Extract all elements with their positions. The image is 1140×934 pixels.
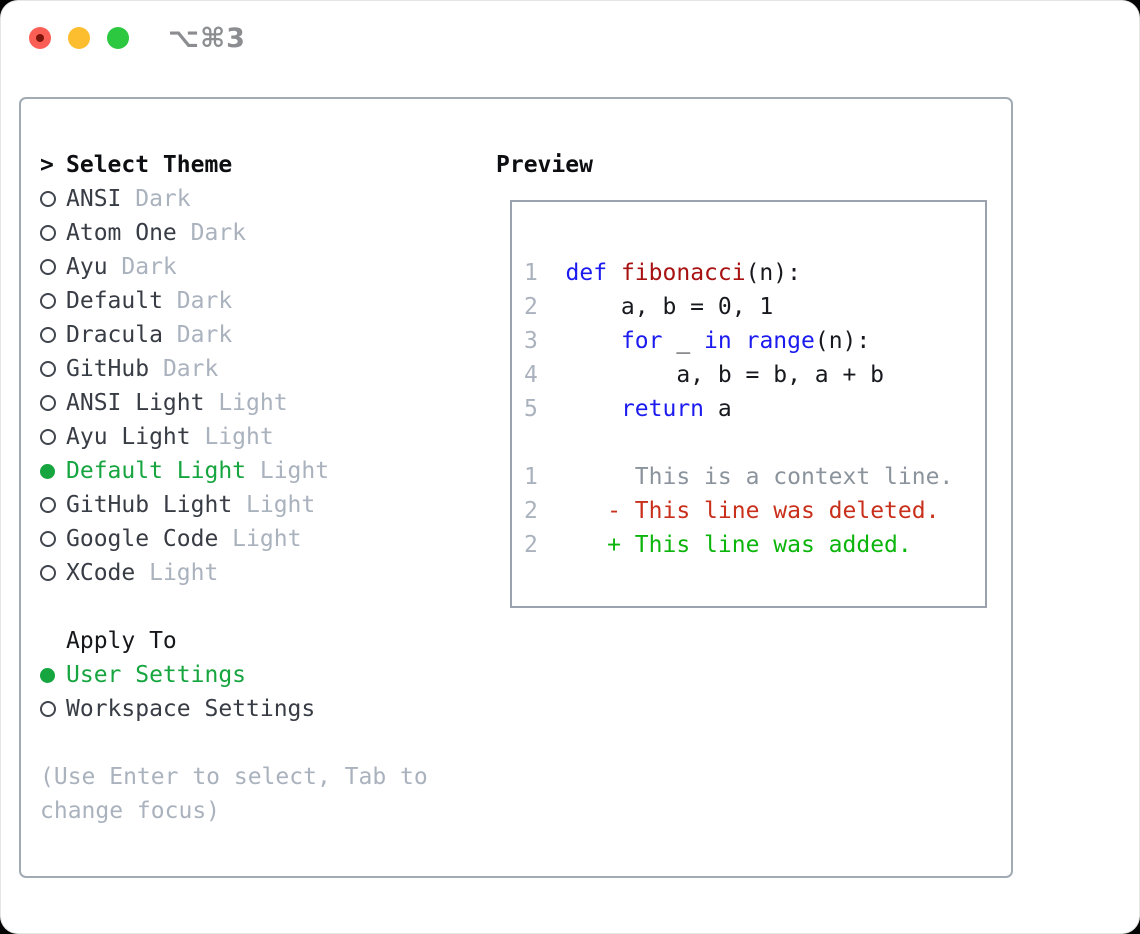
theme-variant: Light [204,390,288,416]
apply-to-header: Apply To [40,624,496,658]
theme-name: Ayu Light [66,424,191,450]
radio-icon [40,429,66,445]
theme-option-ayu-light[interactable]: Ayu Light Light [40,420,496,454]
radio-icon [40,361,66,377]
radio-icon [40,327,66,343]
theme-option-dracula[interactable]: Dracula Dark [40,318,496,352]
radio-selected-icon [40,667,66,683]
theme-variant: Light [135,560,219,586]
close-button[interactable] [29,27,51,49]
theme-variant: Dark [162,288,233,314]
theme-option-default[interactable]: Default Dark [40,284,496,318]
theme-name: GitHub Light [66,492,233,518]
theme-option-ansi[interactable]: ANSI Dark [40,182,496,216]
apply-option-user-settings[interactable]: User Settings [40,658,496,692]
select-theme-title: Select Theme [66,152,233,178]
preview-box: 1 def fibonacci(n): 2 a, b = 0, 1 3 for _ … [510,200,987,608]
select-theme-header: > Select Theme [40,148,496,182]
theme-variant: Dark [121,186,191,212]
theme-variant: Light [246,458,330,484]
help-line-2: change focus) [40,798,221,824]
theme-option-xcode[interactable]: XCode Light [40,556,496,590]
spacer [40,590,496,624]
theme-variant: Light [218,526,302,552]
window-title: ⌥⌘3 [168,23,246,54]
preview-code-line: 1 def fibonacci(n): [524,260,801,286]
radio-selected-icon [40,463,66,479]
theme-name: Atom One [66,220,177,246]
spacer [40,726,496,760]
theme-name: GitHub [66,356,150,382]
radio-icon [40,497,66,513]
help-line-1: (Use Enter to select, Tab to [40,764,428,790]
theme-name: Default [66,288,163,314]
theme-variant: Dark [176,220,247,246]
preview-title: Preview [496,152,593,178]
theme-option-ansi-light[interactable]: ANSI Light Light [40,386,496,420]
preview-pane: Preview 1 def fibonacci(n): 2 a, b = 0, 1… [496,148,1011,608]
radio-icon [40,293,66,309]
theme-option-default-light[interactable]: Default Light Light [40,454,496,488]
preview-code-line: 5 return a [524,396,732,422]
theme-option-ayu[interactable]: Ayu Dark [40,250,496,284]
theme-name: Dracula [66,322,163,348]
help-text: (Use Enter to select, Tab to change focu… [40,760,496,828]
close-dot-icon [36,34,44,42]
titlebar: ⌥⌘3 [0,0,1140,97]
apply-option-label: User Settings [66,662,247,688]
theme-variant: Light [232,492,316,518]
focus-prompt-icon: > [40,152,54,178]
preview-code-line: 1 This is a context line. [524,464,954,490]
radio-icon [40,565,66,581]
theme-name: Default Light [66,458,247,484]
theme-name: Google Code [66,526,219,552]
radio-icon [40,531,66,547]
preview-code-line: 2 a, b = 0, 1 [524,294,774,320]
preview-code-line: 4 a, b = b, a + b [524,362,885,388]
theme-option-atom-one[interactable]: Atom One Dark [40,216,496,250]
theme-name: Ayu [66,254,108,280]
theme-name: ANSI Light [66,390,205,416]
theme-option-github[interactable]: GitHub Dark [40,352,496,386]
radio-icon [40,225,66,241]
preview-code-line: 2 + This line was added. [524,532,912,558]
radio-icon [40,259,66,275]
theme-option-github-light[interactable]: GitHub Light Light [40,488,496,522]
radio-icon [40,395,66,411]
radio-icon [40,191,66,207]
preview-code-line: 2 - This line was deleted. [524,498,940,524]
apply-to-title: Apply To [66,628,177,654]
preview-code-line: 3 for _ in range(n): [524,328,871,354]
theme-variant: Dark [149,356,219,382]
theme-variant: Dark [107,254,177,280]
preview-code-line [524,426,973,460]
zoom-button[interactable] [107,27,129,49]
apply-option-workspace-settings[interactable]: Workspace Settings [40,692,496,726]
minimize-button[interactable] [68,27,90,49]
theme-name: XCode [66,560,136,586]
theme-option-google-code[interactable]: Google Code Light [40,522,496,556]
theme-variant: Light [190,424,274,450]
theme-variant: Dark [162,322,233,348]
radio-icon [40,701,66,717]
apply-option-label: Workspace Settings [66,696,316,722]
preview-code-line [524,222,973,256]
theme-name: ANSI [66,186,122,212]
